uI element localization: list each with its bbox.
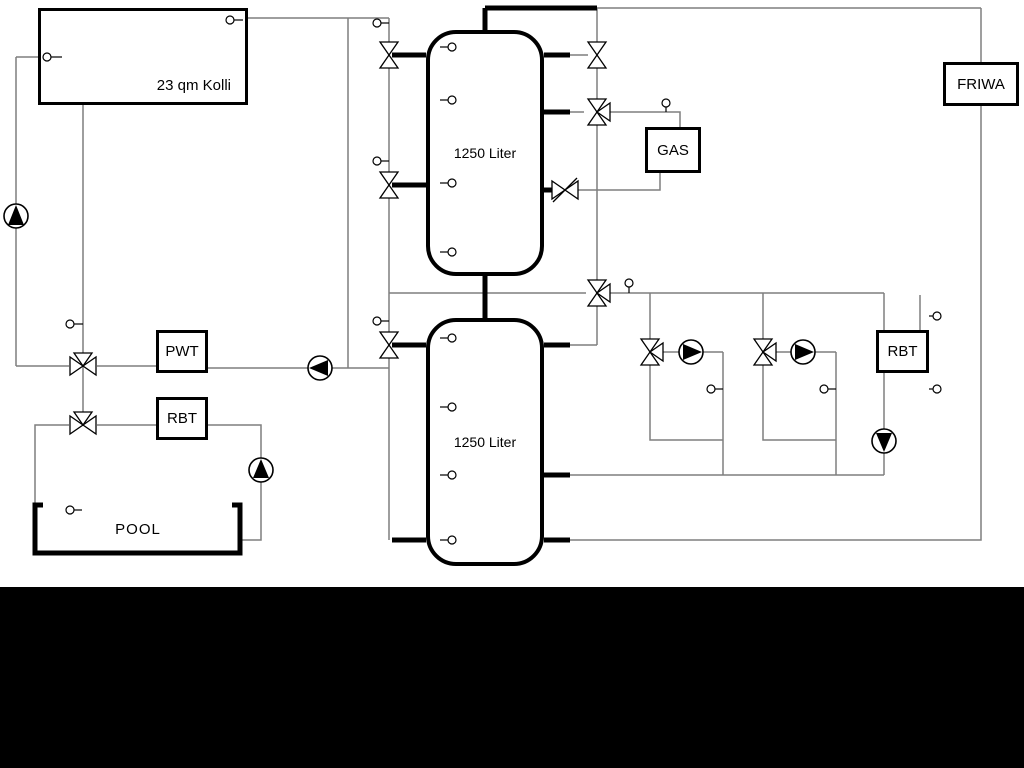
temperature-sensor-icon	[624, 278, 634, 293]
manifold-valve-1-icon	[378, 41, 400, 69]
pool-three-way-valve-icon	[69, 411, 97, 436]
pipe-mixing-loop-2	[762, 365, 836, 441]
rbt-left-label: RBT	[167, 410, 197, 427]
temperature-sensor-icon	[65, 319, 83, 329]
heating-circuit-1-mixing-valve-icon	[639, 338, 664, 366]
collector-label: 23 qm Kolli	[156, 77, 231, 94]
gas-boiler-box: GAS	[645, 127, 701, 173]
temperature-sensor-icon	[372, 18, 389, 28]
solar-pump-icon	[3, 203, 29, 229]
rbt-right-box: RBT	[876, 330, 929, 373]
manifold-valve-2-icon	[378, 171, 400, 199]
temperature-sensor-icon	[372, 316, 389, 326]
pool-pump-icon	[248, 457, 274, 483]
temperature-sensor-icon	[661, 98, 671, 112]
manifold-valve-3-icon	[378, 331, 400, 359]
pipe-pool-feed	[34, 424, 69, 505]
heating-pump-2-icon	[790, 339, 816, 365]
pipe-friwa-cold	[570, 106, 982, 541]
heat-exchanger-box: PWT	[156, 330, 208, 373]
gas-return-valve-icon	[551, 177, 579, 203]
temperature-sensor-icon	[372, 156, 389, 166]
temperature-sensor-icon	[929, 384, 942, 394]
rbt-left-box: RBT	[156, 397, 208, 440]
heating-circuit-2-mixing-valve-icon	[752, 338, 777, 366]
pipe-gas-return	[578, 173, 661, 191]
temperature-sensor-icon	[65, 505, 82, 515]
pipe-pool-return	[208, 424, 262, 541]
buffer-tank-bottom: 1250 Liter	[426, 318, 544, 566]
pipe-mixing-loop-1	[649, 365, 723, 441]
heat-exchanger-label: PWT	[165, 343, 199, 360]
tank-top-valve-icon	[586, 41, 608, 69]
temperature-sensor-icon	[929, 311, 942, 321]
heating-pump-1-icon	[678, 339, 704, 365]
header-three-way-valve-icon	[586, 279, 611, 307]
buffer-tank-top: 1250 Liter	[426, 30, 544, 276]
buffer-tank-top-label: 1250 Liter	[453, 145, 517, 161]
fresh-water-station-box: FRIWA	[943, 62, 1019, 106]
bottom-black-bar	[0, 587, 1024, 768]
rbt-right-label: RBT	[887, 343, 918, 360]
collector-box: 23 qm Kolli	[38, 8, 248, 105]
pipe-gas-supply	[610, 111, 681, 127]
fresh-water-station-label: FRIWA	[957, 75, 1005, 93]
gas-boiler-label: GAS	[657, 141, 689, 159]
buffer-tank-bottom-label: 1250 Liter	[453, 434, 517, 450]
gas-supply-three-way-valve-icon	[586, 98, 611, 126]
pwt-pump-icon	[307, 355, 333, 381]
rbt-pump-icon	[871, 428, 897, 454]
temperature-sensor-icon	[819, 384, 836, 394]
solar-three-way-valve-icon	[69, 352, 97, 377]
pool-label: POOL	[115, 521, 161, 538]
temperature-sensor-icon	[706, 384, 723, 394]
